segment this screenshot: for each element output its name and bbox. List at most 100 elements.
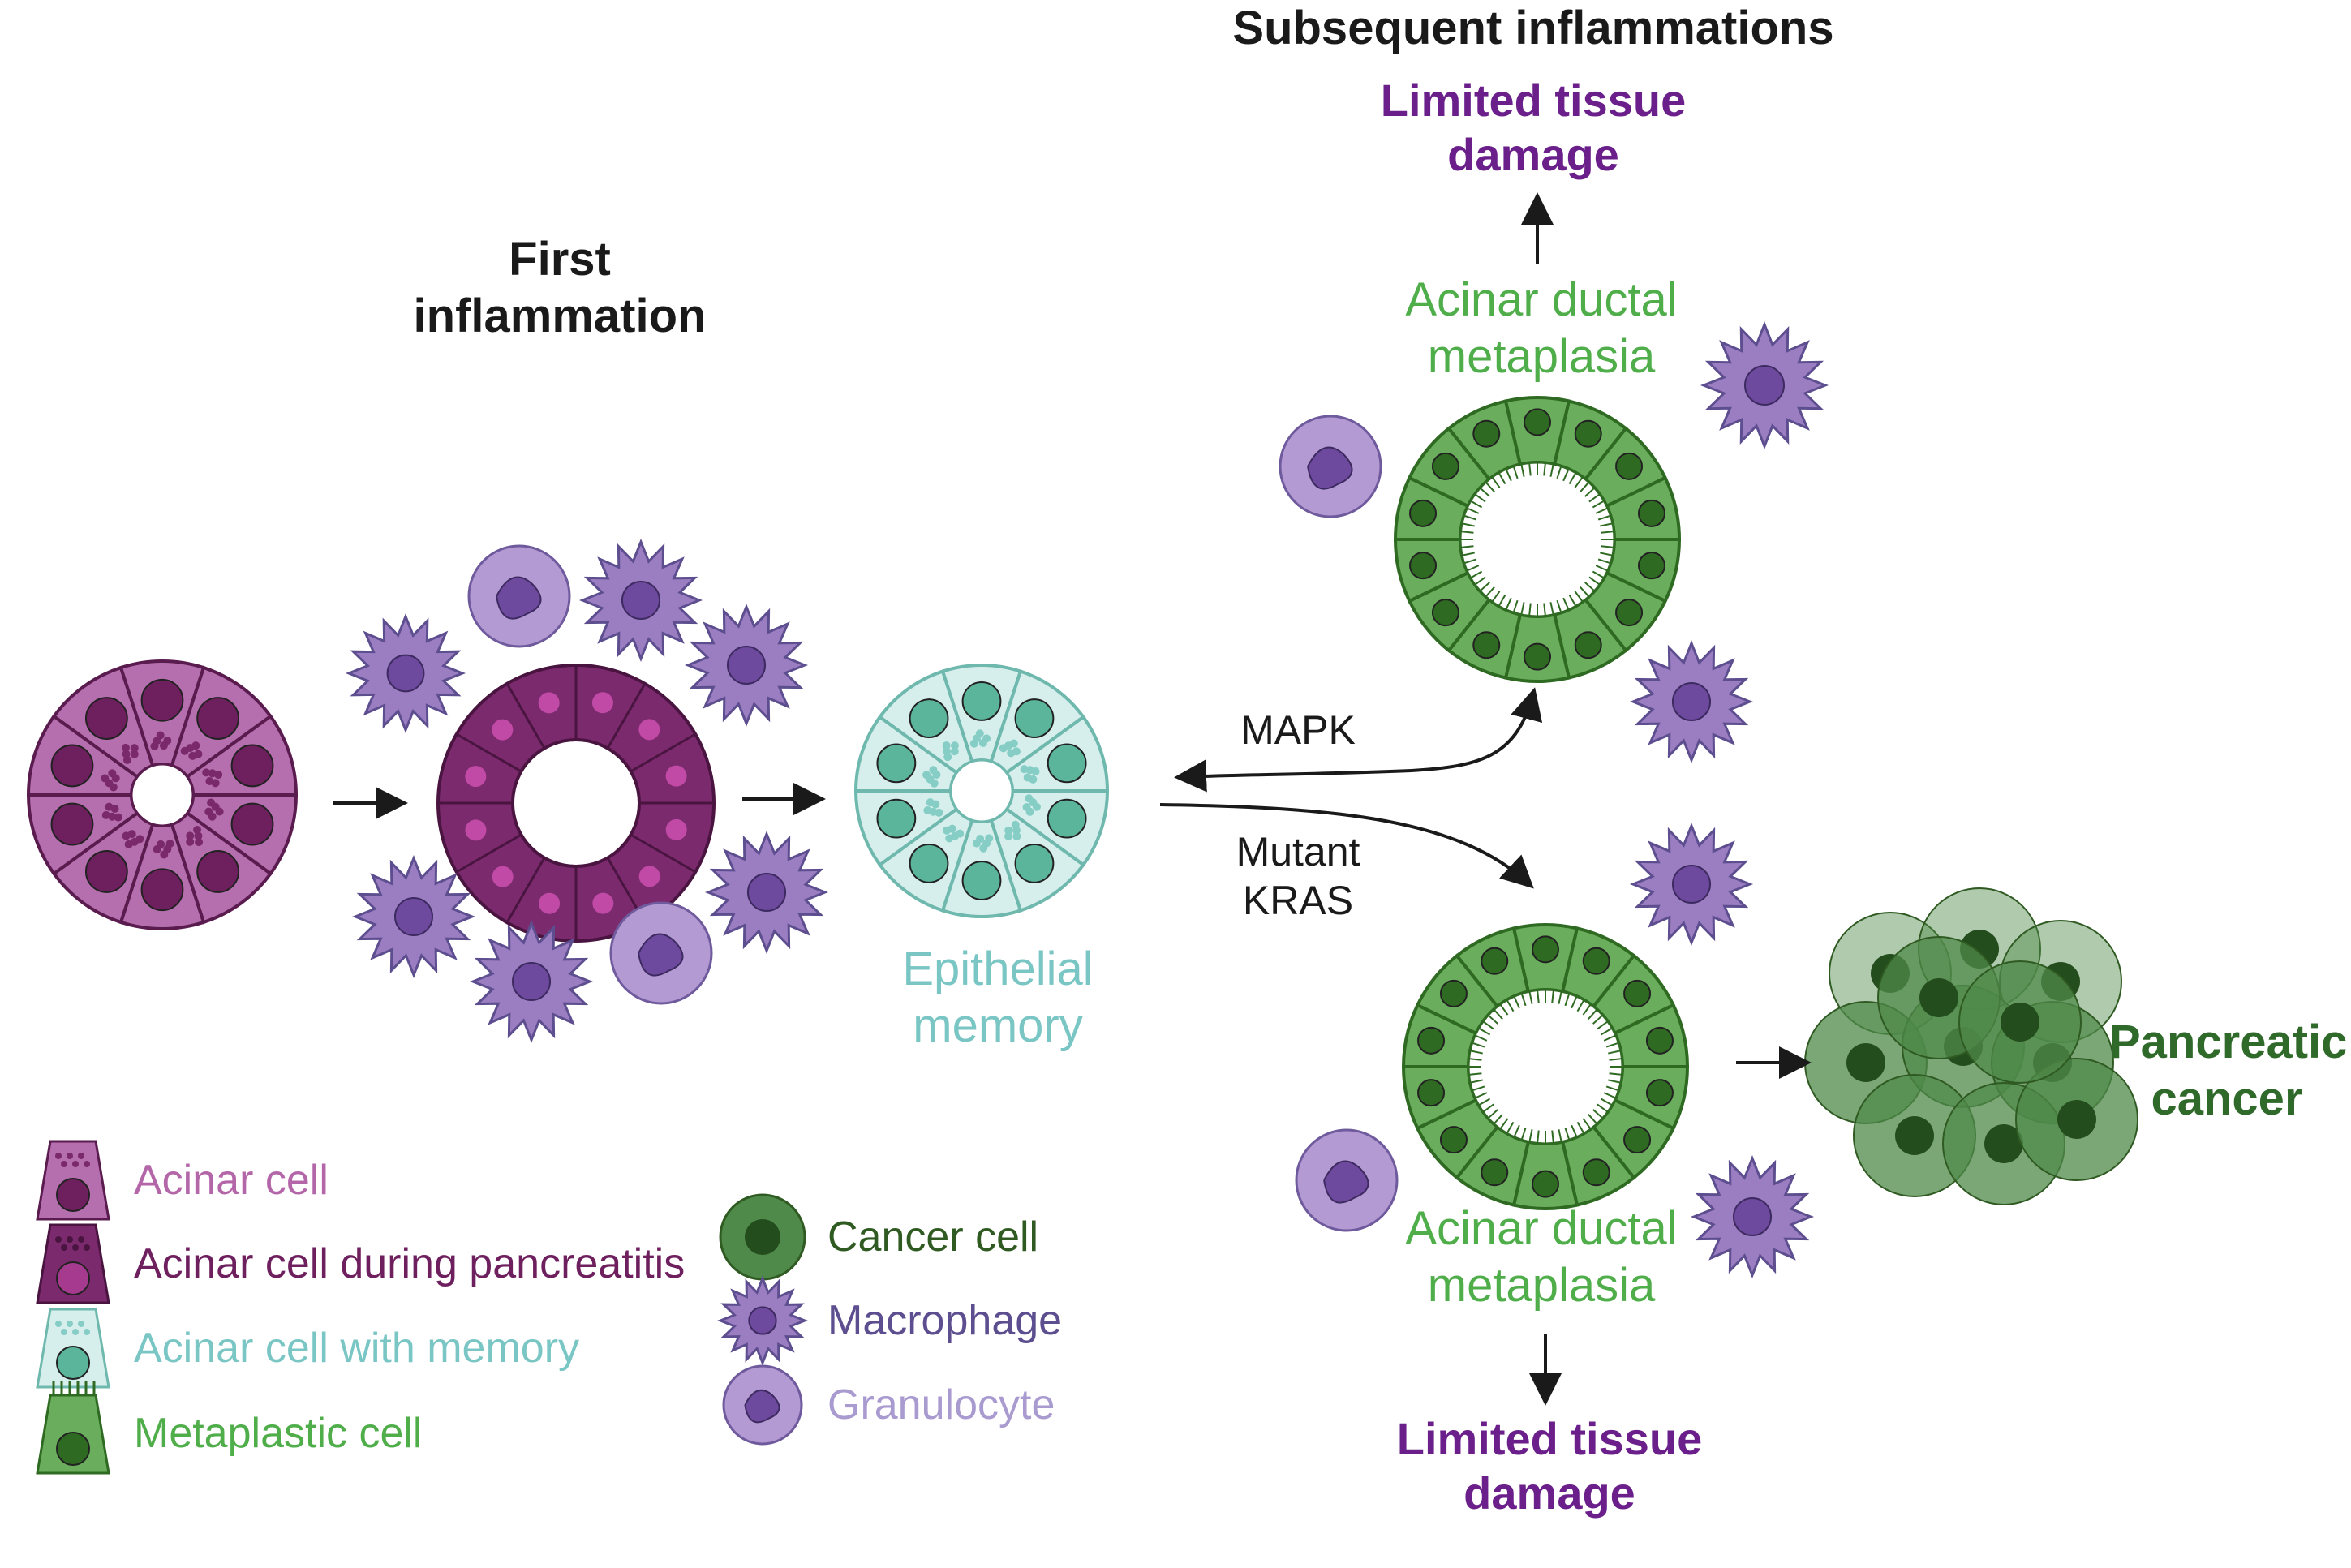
adm-top-cilium	[1460, 545, 1474, 548]
immune-cells-subsequent	[1279, 320, 1829, 1279]
acinar-granule	[215, 807, 224, 816]
memory-nucleus	[909, 698, 949, 738]
adm-bottom-cilium	[1592, 1109, 1604, 1119]
adm-bottom-nucleus	[1645, 1079, 1674, 1107]
adm-top-nucleus	[1574, 419, 1602, 448]
macrophage-icon-nucleus	[748, 1306, 777, 1335]
adm-bottom-cilium	[1576, 1121, 1585, 1134]
adm-top-cilium	[1588, 576, 1601, 586]
adm-top-cilium	[1474, 493, 1486, 503]
first-inflammation-title: First inflammation	[413, 233, 707, 342]
pancreatitis-nucleus	[539, 892, 561, 914]
adm-top-lumen	[1459, 461, 1616, 618]
pancreatitis-nucleus	[538, 692, 560, 714]
memory-granule	[943, 826, 952, 835]
pancreatitis-nucleus	[638, 866, 660, 887]
adm-top-cilium	[1520, 602, 1525, 616]
macrophage-icon-nucleus	[511, 961, 552, 1002]
adm-bottom-cilium	[1609, 1058, 1622, 1061]
acinar-nucleus	[50, 744, 94, 788]
adm-bottom-cilium	[1469, 1050, 1483, 1055]
acinar-granule	[211, 779, 220, 788]
adm-bottom-cilium	[1499, 1003, 1509, 1016]
acinar-granule	[186, 831, 195, 840]
adm-top-cilium	[1580, 586, 1590, 598]
adm-bottom-cilium	[1600, 1098, 1613, 1106]
adm-ring-bottom	[1401, 923, 1690, 1210]
adm-bottom-nucleus	[1582, 1158, 1610, 1187]
pancreatitis-nucleus	[465, 766, 487, 788]
adm-bottom-cilium	[1469, 1079, 1483, 1084]
memory-granule	[929, 766, 938, 775]
memory-cell-icon-granule	[67, 1321, 73, 1327]
macrophage-icon-nucleus	[1671, 681, 1712, 722]
adm-bottom-cilium	[1605, 1085, 1619, 1092]
pancreatitis-nucleus	[665, 765, 687, 787]
cancer-nucleus	[1919, 978, 1958, 1017]
adm-label-bottom: Acinar ductal metaplasia	[1405, 1202, 1678, 1312]
acinar-nucleus	[196, 697, 240, 740]
adm-top-nucleus	[1431, 599, 1459, 627]
acinar-nucleus	[140, 868, 184, 912]
legend-label-cancer: Cancer cell	[827, 1214, 1039, 1261]
acinar-cell-icon-granule	[61, 1161, 67, 1167]
adm-bottom-cilium	[1493, 1114, 1503, 1125]
adm-top-cilium	[1460, 531, 1474, 534]
pancreatitis-nucleus	[665, 818, 687, 840]
memory-ring	[853, 663, 1110, 918]
adm-top-cilium	[1584, 582, 1596, 592]
acinar-granule	[194, 831, 203, 840]
adm-top-nucleus	[1431, 452, 1459, 480]
limited-damage-top: Limited tissue damage	[1380, 75, 1687, 181]
macrophage-icon-nucleus	[386, 654, 425, 693]
adm-bottom-nucleus	[1582, 947, 1610, 975]
adm-bottom-cilium	[1513, 1124, 1520, 1138]
adm-top-cilium	[1592, 500, 1605, 509]
pancreatitis-nucleus	[638, 719, 660, 741]
acinar-pancreatitis-icon-granule	[78, 1236, 84, 1243]
granulocyte-icon-nucleus	[638, 933, 684, 977]
memory-granule	[923, 805, 932, 814]
memory-granule	[926, 798, 935, 807]
memory-granule	[942, 741, 951, 750]
pancreatic-cancer-label: Pancreatic cancer	[2109, 1016, 2348, 1125]
acinar-granule	[191, 741, 200, 750]
adm-bottom-cilium	[1597, 1020, 1609, 1030]
memory-granule	[1012, 831, 1021, 840]
memory-cell-icon-granule	[78, 1321, 84, 1327]
adm-bottom-cilium	[1528, 990, 1533, 1004]
acinar-pancreatitis-icon-nucleus	[56, 1261, 90, 1295]
adm-top-cilium	[1574, 476, 1584, 488]
legend-label-macrophage: Macrophage	[827, 1297, 1063, 1344]
macrophage-icon-nucleus	[621, 580, 661, 621]
adm-bottom-cilium	[1597, 1103, 1609, 1113]
adm-bottom-cilium	[1582, 1118, 1592, 1130]
adm-top-cilium	[1498, 594, 1506, 607]
adm-top-cilium	[1543, 603, 1546, 616]
legend-icons	[36, 1140, 809, 1475]
adm-bottom-cilium	[1487, 1109, 1498, 1119]
adm-top-cilium	[1562, 468, 1570, 482]
adm-top-cilium	[1562, 597, 1570, 611]
acinar-granule	[122, 750, 131, 758]
adm-top-cilium	[1574, 591, 1584, 603]
adm-top-cilium	[1584, 487, 1596, 497]
adm-top-cilium	[1461, 522, 1475, 527]
acinar-granule	[122, 755, 131, 764]
adm-top-cilium	[1466, 565, 1480, 572]
cancer-nucleus	[1895, 1116, 1934, 1155]
memory-granule	[1004, 831, 1013, 840]
adm-top-nucleus	[1409, 552, 1438, 580]
adm-bottom-cilium	[1474, 1092, 1488, 1099]
pancreatitis-cell-border	[505, 683, 546, 750]
adm-bottom-nucleus	[1532, 1170, 1559, 1198]
acinar-granule	[202, 768, 211, 777]
metaplastic-cell-icon-nucleus	[56, 1432, 90, 1466]
adm-top-nucleus	[1524, 642, 1551, 671]
memory-granule	[943, 747, 952, 756]
adm-bottom-cilium	[1592, 1014, 1604, 1025]
acinar-granule	[108, 769, 117, 778]
acinar-granule	[124, 840, 133, 848]
adm-top-cilium	[1549, 602, 1554, 616]
acinar-granule	[208, 812, 217, 821]
